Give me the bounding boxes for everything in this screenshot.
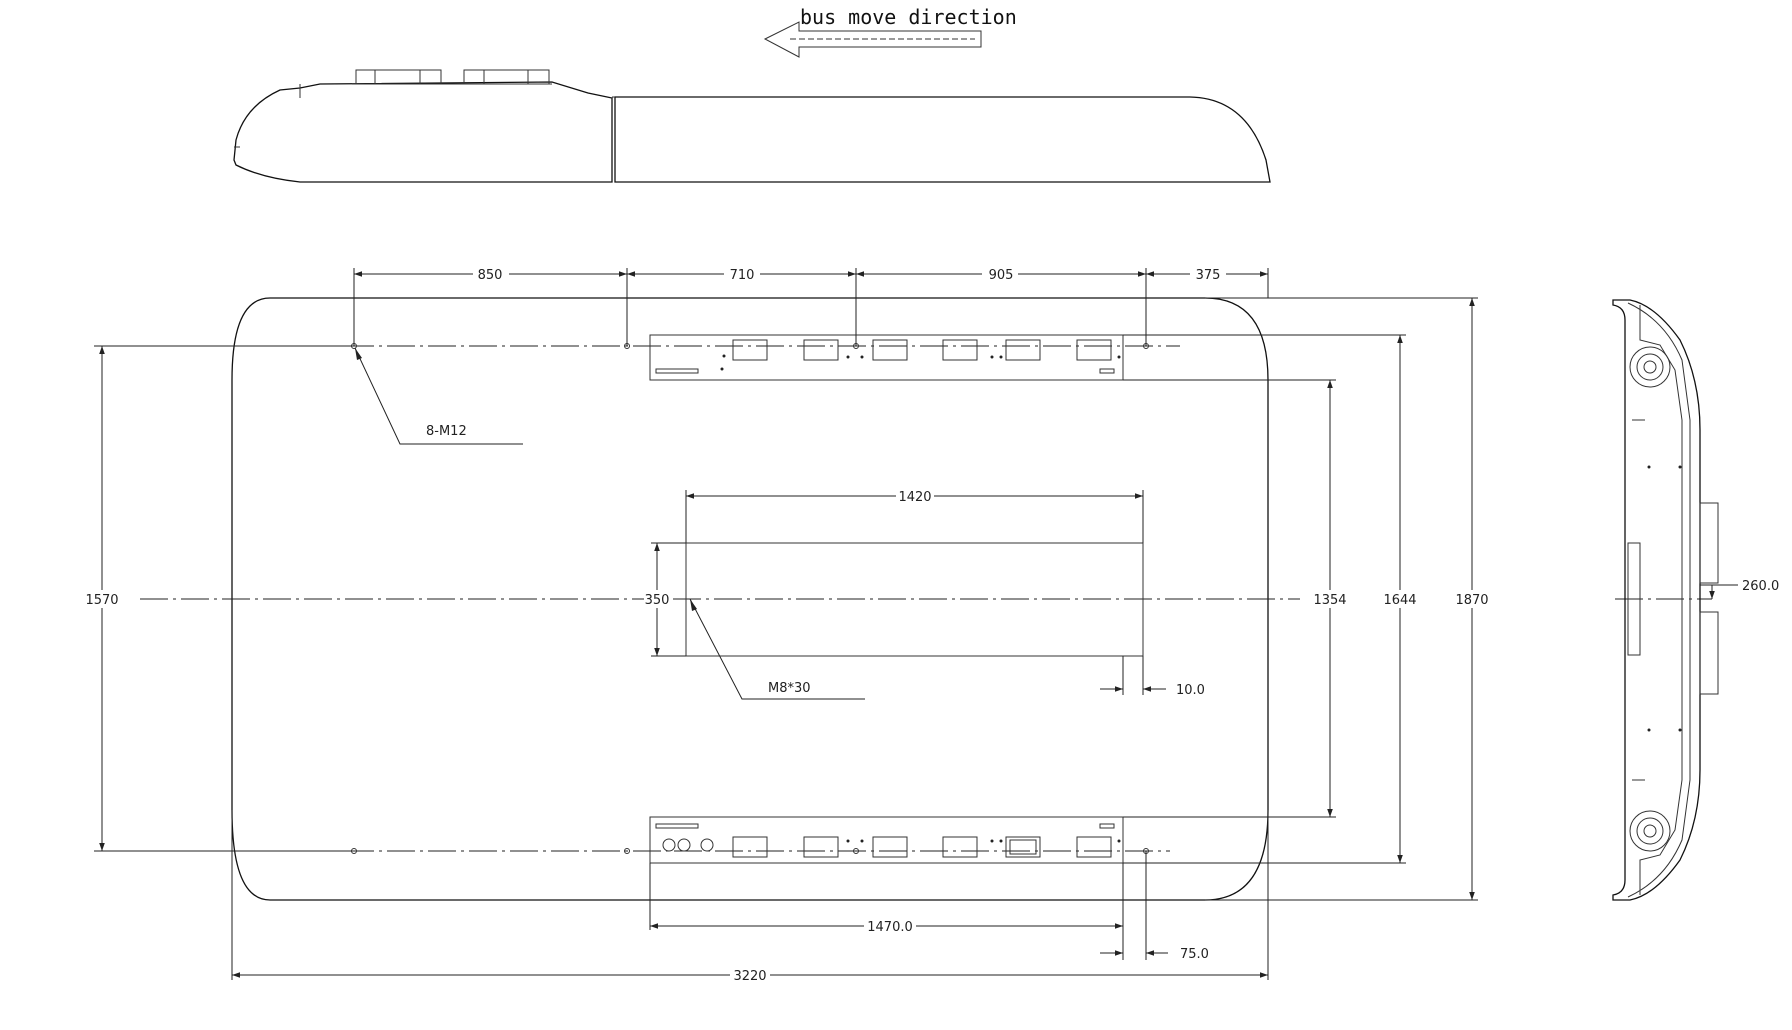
dim-75: 75.0 (1180, 947, 1209, 962)
center-opening (685, 542, 1144, 657)
bottom-mounting-rail (649, 816, 1124, 864)
callout-8-m12: 8-M12 (426, 424, 467, 439)
side-elevation-view (233, 69, 1271, 183)
dim-10: 10.0 (1176, 683, 1205, 698)
top-mounting-rail (649, 334, 1124, 381)
dim-1870: 1870 (1455, 593, 1488, 608)
dim-1570: 1570 (85, 593, 118, 608)
dim-850: 850 (478, 268, 503, 283)
dim-260: 260.0 (1742, 579, 1779, 594)
end-view (1612, 299, 1719, 901)
callout-m8x30: M8*30 (768, 681, 811, 696)
dim-1420: 1420 (898, 490, 931, 505)
direction-label: bus move direction (800, 5, 1017, 29)
leader-lines (354, 347, 865, 700)
dim-350: 350 (645, 593, 670, 608)
dim-1644: 1644 (1383, 593, 1416, 608)
dim-1470: 1470.0 (867, 920, 913, 935)
direction-arrow (763, 21, 982, 58)
dim-710: 710 (730, 268, 755, 283)
dim-1354: 1354 (1313, 593, 1346, 608)
dimension-lines (94, 268, 1738, 980)
dim-3220: 3220 (733, 969, 766, 984)
dim-905: 905 (989, 268, 1014, 283)
dim-375: 375 (1196, 268, 1221, 283)
